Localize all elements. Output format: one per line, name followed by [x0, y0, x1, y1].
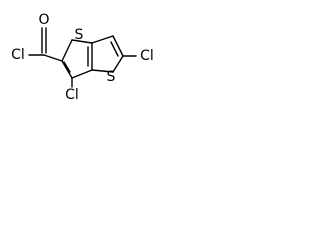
- bond-c6-c5: [112, 35, 124, 57]
- bond-c3-c2: [61, 60, 73, 79]
- atom-label-chlorine-bottom: Cl: [65, 87, 79, 103]
- bond-c3-c2-inner: [63, 61, 71, 73]
- bond-carbonyl-c-c2: [43, 54, 63, 62]
- atom-label-carbonyl-oxygen: O: [38, 12, 49, 28]
- atom-label-sulfur-top: S: [75, 27, 84, 43]
- atom-label-chlorine-right: Cl: [140, 48, 154, 64]
- bond-c2-s1: [61, 39, 73, 62]
- atom-labels: O Cl S Cl S Cl: [11, 12, 154, 103]
- bond-c6-c5-inner: [110, 41, 119, 57]
- atom-label-acyl-chlorine: Cl: [11, 47, 25, 63]
- bonds: [28, 27, 137, 88]
- bond-c5-s4: [112, 55, 124, 73]
- bond-c3a-c3: [71, 69, 93, 79]
- atom-label-sulfur-bottom: S: [107, 69, 116, 85]
- bond-s4-c3a: [91, 69, 114, 73]
- chemical-structure: O Cl S Cl S Cl: [11, 12, 154, 103]
- bond-s1-c6a: [71, 39, 93, 44]
- bond-c6a-c6: [91, 35, 114, 44]
